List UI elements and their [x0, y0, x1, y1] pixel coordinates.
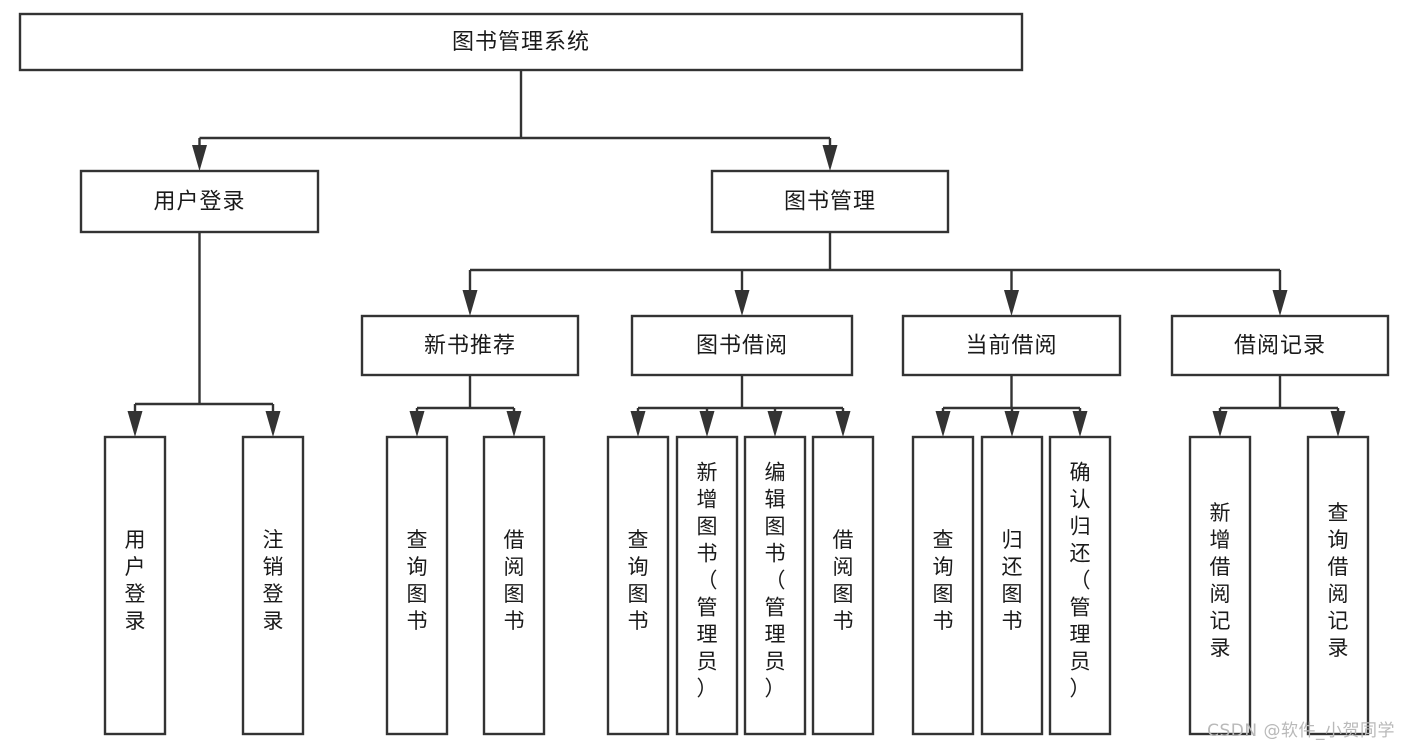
connector-group-current-borrow: [935, 375, 1088, 437]
node-leaf-borrow-borrow-book[interactable]: 借阅图书: [811, 435, 875, 736]
node-leaf-rec-borrow-book[interactable]: 借阅图书: [482, 435, 546, 736]
node-box-current-borrow[interactable]: [901, 314, 1122, 377]
node-root[interactable]: 图书管理系统: [18, 12, 1024, 72]
arrow-head-icon: [265, 411, 281, 437]
arrow-head-icon: [935, 411, 951, 437]
connector-group-user-login: [127, 232, 281, 437]
node-label-book-borrow: 图书借阅: [696, 334, 788, 359]
node-leaf-borrow-query-book[interactable]: 查询图书: [606, 435, 670, 736]
node-box-new-book-rec[interactable]: [360, 314, 580, 377]
arrow-head-icon: [1272, 290, 1288, 316]
node-book-borrow[interactable]: 图书借阅: [630, 314, 854, 377]
node-user-login[interactable]: 用户登录: [79, 169, 320, 234]
node-box-leaf-user-login[interactable]: [103, 435, 167, 736]
arrow-head-icon: [630, 411, 646, 437]
node-label-root: 图书管理系统: [452, 30, 590, 55]
node-leaf-user-login[interactable]: 用户登录: [103, 435, 167, 736]
node-box-leaf-borrow-edit-book[interactable]: [743, 435, 807, 736]
node-label-user-login: 用户登录: [153, 190, 245, 215]
node-leaf-cur-return-book[interactable]: 归还图书: [980, 435, 1044, 736]
node-leaf-rec-add-record[interactable]: 新增借阅记录: [1188, 435, 1252, 736]
node-label-leaf-borrow-borrow-book: 借阅图书: [833, 528, 854, 633]
arrow-head-icon: [822, 145, 838, 171]
node-box-leaf-cur-confirm-return[interactable]: [1048, 435, 1112, 736]
node-leaf-cur-confirm-return[interactable]: 确认归还（管理员）: [1048, 435, 1112, 736]
node-box-leaf-cur-query-book[interactable]: [911, 435, 975, 736]
node-box-book-borrow[interactable]: [630, 314, 854, 377]
arrow-head-icon: [409, 411, 425, 437]
arrow-head-icon: [835, 411, 851, 437]
node-label-leaf-user-logout: 注销登录: [263, 528, 284, 633]
connectors-layer: [127, 70, 1346, 437]
nodes-layer: 图书管理系统用户登录图书管理新书推荐图书借阅当前借阅借阅记录用户登录注销登录查询…: [18, 12, 1390, 736]
node-label-leaf-rec-add-record: 新增借阅记录: [1210, 501, 1231, 660]
node-box-leaf-cur-return-book[interactable]: [980, 435, 1044, 736]
node-label-leaf-borrow-add-book: 新增图书（管理员）: [697, 461, 718, 701]
node-label-leaf-cur-query-book: 查询图书: [933, 528, 954, 633]
arrow-head-icon: [1072, 411, 1088, 437]
node-label-book-manage: 图书管理: [784, 190, 876, 215]
arrow-head-icon: [506, 411, 522, 437]
connector-group-new-book-rec: [409, 375, 522, 437]
node-label-borrow-record: 借阅记录: [1234, 334, 1326, 359]
node-box-borrow-record[interactable]: [1170, 314, 1390, 377]
node-leaf-borrow-edit-book[interactable]: 编辑图书（管理员）: [743, 435, 807, 736]
node-leaf-rec-query-book[interactable]: 查询图书: [385, 435, 449, 736]
arrow-head-icon: [1330, 411, 1346, 437]
node-label-leaf-cur-return-book: 归还图书: [1002, 528, 1023, 633]
arrow-head-icon: [192, 145, 207, 171]
node-label-new-book-rec: 新书推荐: [424, 334, 516, 359]
node-label-leaf-borrow-query-book: 查询图书: [628, 528, 649, 633]
node-box-book-manage[interactable]: [710, 169, 950, 234]
node-current-borrow[interactable]: 当前借阅: [901, 314, 1122, 377]
node-label-leaf-rec-query-record: 查询借阅记录: [1328, 501, 1349, 660]
node-box-leaf-rec-query-record[interactable]: [1306, 435, 1370, 736]
node-leaf-borrow-add-book[interactable]: 新增图书（管理员）: [675, 435, 739, 736]
node-box-leaf-user-logout[interactable]: [241, 435, 305, 736]
connector-group-root: [192, 70, 838, 171]
node-label-current-borrow: 当前借阅: [965, 334, 1057, 359]
node-box-root[interactable]: [18, 12, 1024, 72]
node-leaf-rec-query-record[interactable]: 查询借阅记录: [1306, 435, 1370, 736]
node-box-leaf-borrow-borrow-book[interactable]: [811, 435, 875, 736]
arrow-head-icon: [699, 411, 715, 437]
arrow-head-icon: [462, 290, 478, 316]
connector-group-book-borrow: [630, 375, 851, 437]
arrow-head-icon: [734, 290, 750, 316]
node-box-leaf-borrow-add-book[interactable]: [675, 435, 739, 736]
connector-group-borrow-record: [1212, 375, 1346, 437]
node-leaf-user-logout[interactable]: 注销登录: [241, 435, 305, 736]
arrow-head-icon: [127, 411, 143, 437]
connector-group-book-manage: [462, 232, 1288, 316]
node-label-leaf-cur-confirm-return: 确认归还（管理员）: [1070, 461, 1091, 701]
node-borrow-record[interactable]: 借阅记录: [1170, 314, 1390, 377]
arrow-head-icon: [1212, 411, 1228, 437]
node-book-manage[interactable]: 图书管理: [710, 169, 950, 234]
node-box-user-login[interactable]: [79, 169, 320, 234]
node-box-leaf-rec-borrow-book[interactable]: [482, 435, 546, 736]
node-box-leaf-borrow-query-book[interactable]: [606, 435, 670, 736]
arrow-head-icon: [1004, 290, 1019, 316]
watermark-label: CSDN @软件_小贺同学: [1207, 721, 1395, 741]
node-label-leaf-rec-query-book: 查询图书: [407, 528, 428, 633]
node-box-leaf-rec-query-book[interactable]: [385, 435, 449, 736]
arrow-head-icon: [767, 411, 783, 437]
arrow-head-icon: [1004, 411, 1020, 437]
node-new-book-rec[interactable]: 新书推荐: [360, 314, 580, 377]
node-label-leaf-user-login: 用户登录: [125, 528, 146, 633]
node-label-leaf-borrow-edit-book: 编辑图书（管理员）: [765, 461, 786, 701]
node-label-leaf-rec-borrow-book: 借阅图书: [504, 528, 525, 633]
node-leaf-cur-query-book[interactable]: 查询图书: [911, 435, 975, 736]
node-box-leaf-rec-add-record[interactable]: [1188, 435, 1252, 736]
